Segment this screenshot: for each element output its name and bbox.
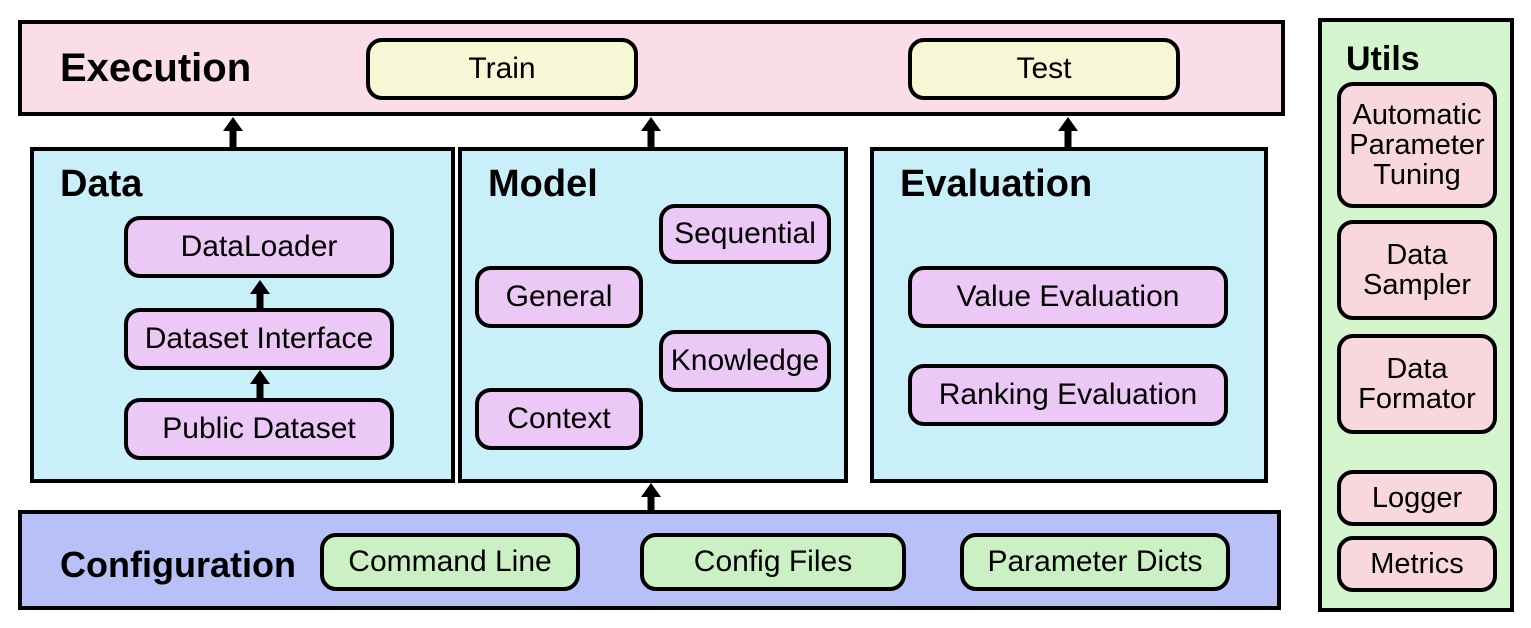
logger-node[interactable]: Logger	[1337, 470, 1497, 526]
test-node-label: Test	[1016, 52, 1072, 86]
public-dataset-node[interactable]: Public Dataset	[124, 398, 394, 460]
config-files-node-label: Config Files	[693, 545, 853, 579]
data-formator-node-label: Data Formator	[1358, 352, 1476, 415]
metrics-node[interactable]: Metrics	[1337, 536, 1497, 592]
metrics-node-label: Metrics	[1370, 547, 1464, 580]
sequential-node-label: Sequential	[674, 217, 816, 251]
dataset-interface-node[interactable]: Dataset Interface	[124, 308, 394, 370]
dataloader-node[interactable]: DataLoader	[124, 216, 394, 278]
train-node[interactable]: Train	[366, 38, 638, 100]
sequential-node[interactable]: Sequential	[659, 204, 831, 264]
context-node-label: Context	[507, 402, 611, 436]
execution-panel-title: Execution	[60, 46, 252, 90]
test-node[interactable]: Test	[908, 38, 1180, 100]
config-files-node[interactable]: Config Files	[640, 533, 906, 591]
data-panel-title: Data	[60, 163, 143, 205]
data-formator-node[interactable]: Data Formator	[1337, 334, 1497, 434]
arrow-configuration-to-model	[639, 483, 663, 511]
parameter-dicts-node-label: Parameter Dicts	[987, 545, 1203, 579]
data-sampler-node-label: Data Sampler	[1363, 238, 1471, 301]
dataset-interface-node-label: Dataset Interface	[144, 322, 374, 356]
automatic-parameter-tuning-node-label: Automatic Parameter Tuning	[1349, 98, 1485, 192]
context-node[interactable]: Context	[475, 388, 643, 450]
arrow-public-dataset-to-dataset-interface	[248, 370, 272, 398]
knowledge-node-label: Knowledge	[670, 344, 820, 378]
data-sampler-node[interactable]: Data Sampler	[1337, 220, 1497, 320]
evaluation-panel-title: Evaluation	[900, 163, 1093, 205]
knowledge-node[interactable]: Knowledge	[659, 330, 831, 392]
arrow-data-to-execution	[221, 117, 245, 147]
train-node-label: Train	[468, 52, 536, 86]
dataloader-node-label: DataLoader	[180, 230, 338, 264]
value-evaluation-node-label: Value Evaluation	[956, 280, 1180, 314]
utils-panel-title: Utils	[1346, 40, 1420, 78]
arrow-dataset-interface-to-dataloader	[248, 280, 272, 308]
public-dataset-node-label: Public Dataset	[162, 412, 356, 446]
general-node-label: General	[505, 280, 613, 314]
ranking-evaluation-node-label: Ranking Evaluation	[938, 378, 1198, 412]
command-line-node-label: Command Line	[348, 545, 552, 579]
arrow-model-to-execution	[639, 117, 663, 147]
logger-node-label: Logger	[1371, 481, 1463, 514]
parameter-dicts-node[interactable]: Parameter Dicts	[960, 533, 1230, 591]
automatic-parameter-tuning-node[interactable]: Automatic Parameter Tuning	[1337, 82, 1497, 208]
command-line-node[interactable]: Command Line	[320, 533, 580, 591]
arrow-evaluation-to-execution	[1056, 117, 1080, 147]
value-evaluation-node[interactable]: Value Evaluation	[908, 266, 1228, 328]
ranking-evaluation-node[interactable]: Ranking Evaluation	[908, 364, 1228, 426]
configuration-panel-title: Configuration	[60, 544, 296, 585]
general-node[interactable]: General	[475, 266, 643, 328]
model-panel-title: Model	[488, 163, 598, 205]
